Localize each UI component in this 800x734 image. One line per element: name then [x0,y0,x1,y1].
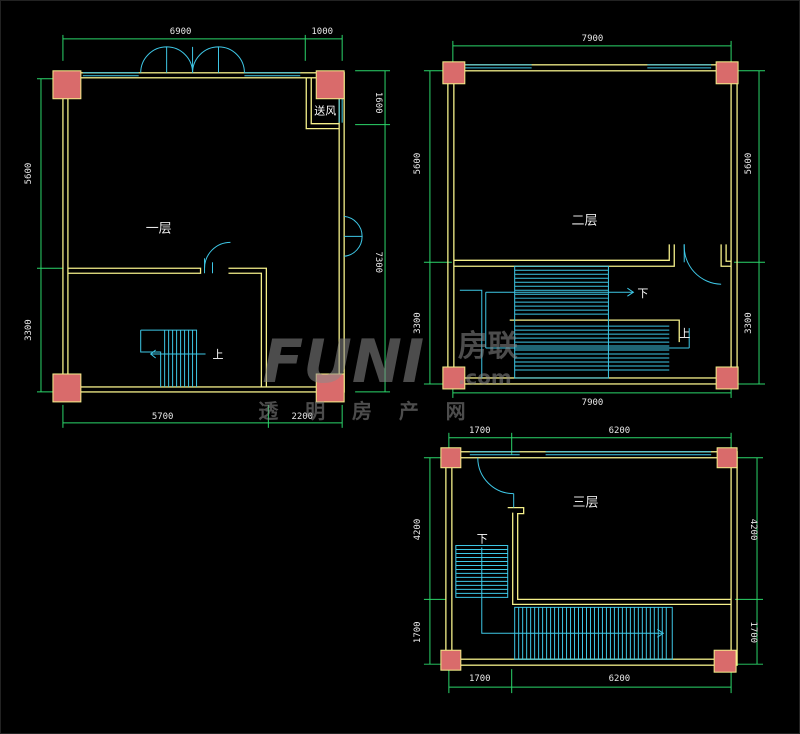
watermark-tagline: 透 明 房 产 网 [258,399,475,423]
watermark-logo: FUNI [262,327,424,397]
floor-3-stairs [455,545,673,660]
floor-2-dim-bottom: 7900 [582,398,604,408]
floor-3-dim-left-top: 4200 [413,519,423,541]
floor-1-dim-top-right: 1000 [311,27,333,37]
floor-1-stair-up-label: 上 [213,348,224,361]
floor-1-stairs [140,329,206,387]
floor-1-walls [62,72,345,393]
floor-3-columns [440,447,738,673]
floor-2-dim-top: 7900 [582,34,604,44]
floor-2-stair-up-label: 上 [679,327,690,340]
floor-1-dim-top-left: 6900 [170,27,192,37]
floor-3-label: 三层 [573,496,599,511]
floor-2-plan: 7900 7900 5600 3300 5600 3300 二层 下 上 [413,34,766,408]
floor-1-dimension-lines [36,34,391,428]
floor-3-dim-left-bottom: 1700 [413,621,423,643]
floor-2-dim-right-top: 5600 [744,153,754,175]
floor-2-dim-left-top: 5600 [413,153,423,175]
floor-3-dim-top-right: 6200 [609,426,631,436]
floor-1-dim-right-main: 7300 [373,251,383,273]
floor-1-dim-left-bottom: 3300 [24,319,34,341]
floor-2-stairs [459,265,690,379]
floor-2-label: 二层 [572,213,598,228]
floor-3-dim-bottom-left: 1700 [469,674,491,684]
floor-2-dim-left-bottom: 3300 [413,312,423,334]
watermark: FUNI 房联 .com 透 明 房 产 网 [258,327,517,423]
watermark-com: .com [458,365,512,389]
floor-2-stair-down-label: 下 [637,287,648,300]
watermark-logo-cn: 房联 [458,329,518,364]
floor-1-dim-right-top: 1600 [373,92,383,114]
floor-3-dim-bottom-right: 6200 [609,674,631,684]
floor-3-doors [477,457,515,508]
floor-3-dimension-lines [423,432,764,694]
floor-2-columns [442,61,739,390]
floor-1-doors [140,46,363,274]
floor-2-dimension-lines [423,40,766,398]
floor-3-dim-top-left: 1700 [469,426,491,436]
floor-3-plan: 1700 6200 1700 6200 4200 1700 4200 1700 … [413,426,764,694]
floor-1-plan: 6900 1000 5600 3300 1600 7300 5700 2200 … [24,27,391,428]
floor-2-doors [683,244,722,285]
floor-1-dim-bottom-right: 2200 [291,412,313,422]
floor-1-windows [82,72,343,123]
floor-3-stair-down-label: 下 [477,533,488,546]
floor-3-dim-right-top: 4200 [748,519,758,541]
floor-1-vent-label: 送风 [314,104,336,118]
floor-1-dim-bottom-left: 5700 [152,412,174,422]
floor-1-dim-left-top: 5600 [24,163,34,185]
floor-1-columns [52,70,345,403]
floor-3-windows [469,451,712,456]
floor-2-dim-right-bottom: 3300 [744,312,754,334]
floor-3-dim-right-bottom: 1700 [748,621,758,643]
floor-2-windows [463,64,712,69]
floor-1-label: 一层 [146,221,172,236]
